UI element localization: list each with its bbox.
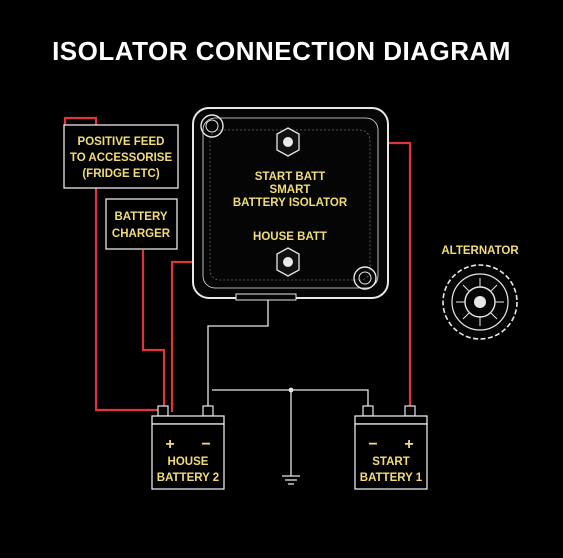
ground-symbol-icon <box>282 475 300 485</box>
house-battery-label-1: HOUSE <box>168 456 209 468</box>
start-batt-terminal <box>276 127 300 157</box>
house-battery-label-2: BATTERY 2 <box>157 472 219 484</box>
diagram-title: ISOLATOR CONNECTION DIAGRAM <box>52 36 511 66</box>
house-battery: + − HOUSE BATTERY 2 <box>151 405 225 490</box>
positive-feed-label-2: TO ACCESSORISE <box>70 152 173 164</box>
start-battery-label-1: START <box>372 456 409 468</box>
smart-battery-isolator <box>192 107 389 301</box>
start-battery: − + START BATTERY 1 <box>354 405 428 490</box>
start-battery-plus: + <box>404 436 413 453</box>
start-battery-minus: − <box>368 436 377 453</box>
positive-feed-box: POSITIVE FEED TO ACCESSORISE (FRIDGE ETC… <box>63 124 179 189</box>
alternator-label: ALTERNATOR <box>441 245 519 257</box>
positive-feed-label-1: POSITIVE FEED <box>78 136 165 148</box>
start-battery-label-2: BATTERY 1 <box>360 472 423 484</box>
battery-charger-label-2: CHARGER <box>112 228 171 240</box>
isolator-label-line-3: BATTERY ISOLATOR <box>233 197 348 209</box>
negative-wiring <box>207 297 369 476</box>
house-batt-terminal <box>276 247 300 277</box>
house-batt-label: HOUSE BATT <box>253 231 327 243</box>
isolator-label-line-2: SMART <box>270 184 311 196</box>
battery-charger-label-1: BATTERY <box>114 211 167 223</box>
alternator-icon <box>442 264 518 340</box>
battery-charger-box: BATTERY CHARGER <box>105 198 178 250</box>
isolator-label-line-1: START BATT <box>255 171 325 183</box>
house-battery-minus: − <box>201 436 210 453</box>
house-battery-plus: + <box>165 436 174 453</box>
positive-feed-label-3: (FRIDGE ETC) <box>82 168 159 180</box>
